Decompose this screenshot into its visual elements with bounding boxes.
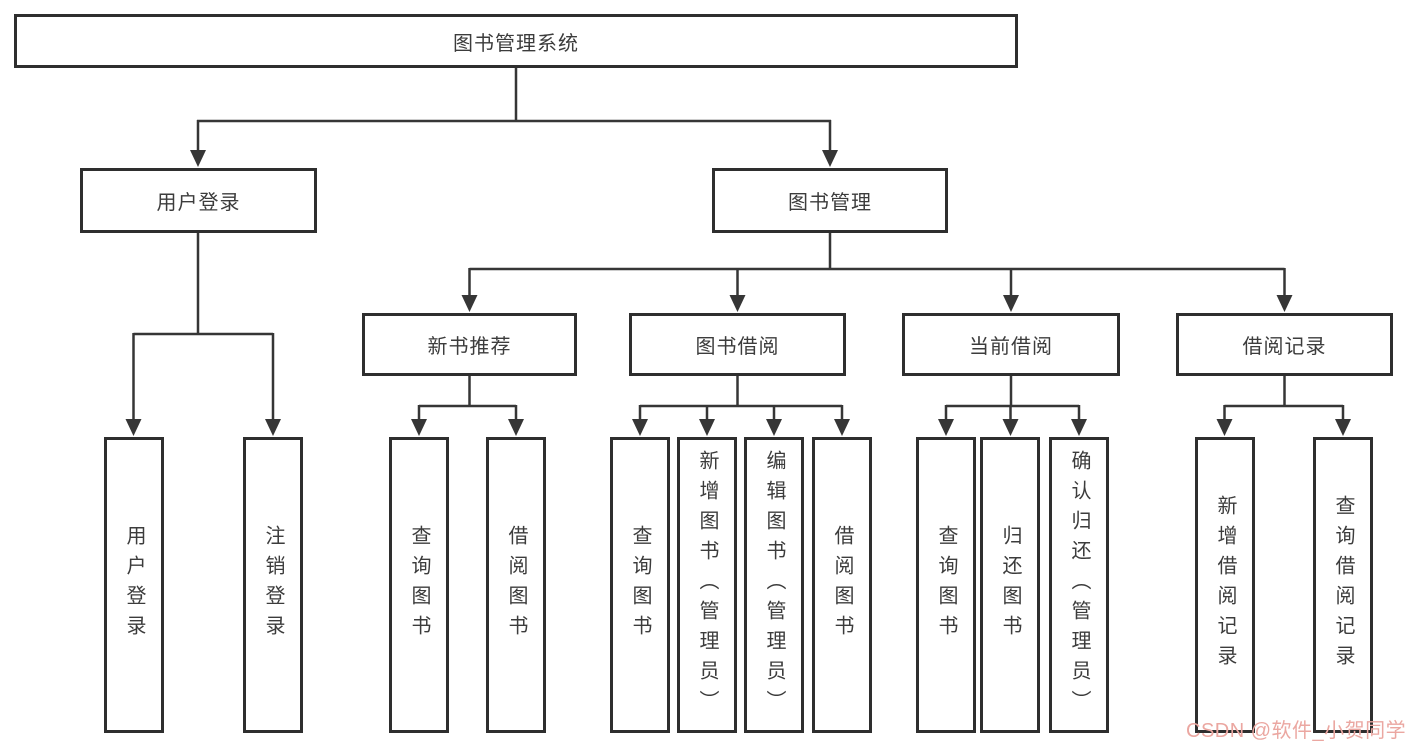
node-label: 归还图书 bbox=[999, 525, 1021, 645]
node-borrow-records: 借阅记录 bbox=[1176, 313, 1393, 376]
node-label: 图书管理系统 bbox=[453, 32, 579, 55]
arrow-down-icon bbox=[834, 419, 850, 436]
leaf-borrow-books: 借阅图书 bbox=[812, 437, 872, 733]
arrow-down-icon bbox=[508, 419, 524, 436]
node-label: 新增借阅记录 bbox=[1214, 495, 1236, 675]
node-label: 查询图书 bbox=[935, 525, 957, 645]
leaf-query-books: 查询图书 bbox=[610, 437, 670, 733]
arrow-down-icon bbox=[190, 150, 206, 167]
node-book-management: 图书管理 bbox=[712, 168, 948, 233]
node-current-borrow: 当前借阅 bbox=[902, 313, 1120, 376]
leaf-add-borrow-record: 新增借阅记录 bbox=[1195, 437, 1255, 733]
arrow-down-icon bbox=[125, 419, 142, 436]
node-label: 借阅记录 bbox=[1242, 336, 1327, 358]
leaf-add-books-admin: 新增图书（管理员） bbox=[677, 437, 737, 733]
arrow-down-icon bbox=[1276, 295, 1293, 312]
connector-new-book bbox=[417, 376, 518, 421]
arrow-down-icon bbox=[461, 295, 478, 312]
leaf-return-books: 归还图书 bbox=[980, 437, 1040, 733]
node-label: 确认归还（管理员） bbox=[1068, 450, 1090, 720]
arrow-down-icon bbox=[1003, 295, 1019, 312]
node-user-login: 用户登录 bbox=[80, 168, 317, 233]
connector-user-login bbox=[132, 233, 275, 421]
arrow-down-icon bbox=[632, 419, 648, 436]
node-label: 编辑图书（管理员） bbox=[763, 450, 785, 720]
node-label: 新书推荐 bbox=[427, 336, 512, 358]
arrow-down-icon bbox=[766, 419, 782, 436]
arrow-down-icon bbox=[729, 295, 746, 312]
arrow-down-icon bbox=[1335, 419, 1351, 436]
connector-root bbox=[196, 68, 832, 152]
leaf-logout: 注销登录 bbox=[243, 437, 303, 733]
node-root-system: 图书管理系统 bbox=[14, 14, 1018, 68]
arrow-down-icon bbox=[1216, 419, 1233, 436]
csdn-watermark: CSDN @软件_小贺同学 bbox=[1186, 720, 1405, 742]
connector-book-mgmt bbox=[468, 233, 1286, 297]
arrow-down-icon bbox=[822, 150, 838, 167]
node-label: 图书借阅 bbox=[695, 336, 780, 358]
node-label: 查询借阅记录 bbox=[1332, 495, 1354, 675]
leaf-borrow-books: 借阅图书 bbox=[486, 437, 546, 733]
node-label: 新增图书（管理员） bbox=[696, 450, 718, 720]
leaf-query-books: 查询图书 bbox=[389, 437, 449, 733]
node-label: 查询图书 bbox=[408, 525, 430, 645]
connector-lines bbox=[132, 68, 1345, 421]
node-book-borrow: 图书借阅 bbox=[629, 313, 846, 376]
arrow-heads bbox=[125, 150, 1351, 436]
connector-book-borrow bbox=[638, 376, 844, 421]
leaf-edit-books-admin: 编辑图书（管理员） bbox=[744, 437, 804, 733]
connector-current-borrow bbox=[944, 376, 1081, 421]
node-label: 借阅图书 bbox=[831, 525, 853, 645]
arrow-down-icon bbox=[1002, 419, 1019, 436]
leaf-user-login: 用户登录 bbox=[104, 437, 164, 733]
node-new-book-recommend: 新书推荐 bbox=[362, 313, 577, 376]
node-label: 用户登录 bbox=[156, 192, 241, 214]
node-label: 注销登录 bbox=[262, 525, 284, 645]
arrow-down-icon bbox=[938, 419, 954, 436]
node-label: 图书管理 bbox=[788, 192, 872, 214]
connector-borrow-records bbox=[1223, 376, 1345, 421]
leaf-query-borrow-record: 查询借阅记录 bbox=[1313, 437, 1373, 733]
arrow-down-icon bbox=[265, 419, 281, 436]
node-label: 借阅图书 bbox=[505, 525, 527, 645]
arrow-down-icon bbox=[411, 419, 427, 436]
leaf-confirm-return-admin: 确认归还（管理员） bbox=[1049, 437, 1109, 733]
node-label: 用户登录 bbox=[123, 525, 145, 645]
arrow-down-icon bbox=[699, 419, 715, 436]
node-label: 查询图书 bbox=[629, 525, 651, 645]
node-label: 当前借阅 bbox=[969, 336, 1053, 358]
leaf-query-books: 查询图书 bbox=[916, 437, 976, 733]
arrow-down-icon bbox=[1071, 419, 1087, 436]
